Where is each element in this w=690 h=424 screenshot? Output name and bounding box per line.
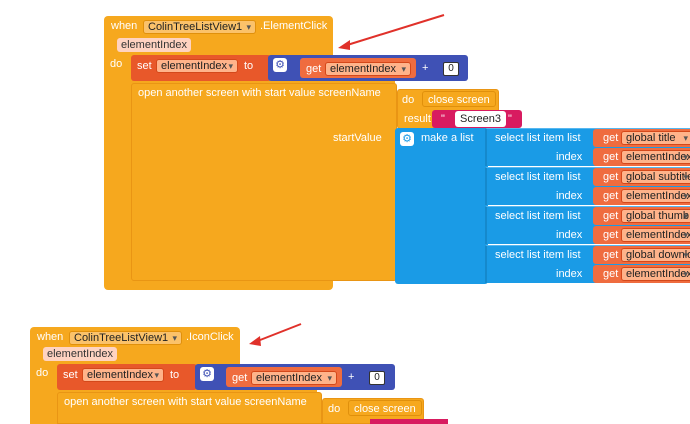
annotation-arrow (249, 323, 302, 346)
when-label: when (111, 20, 138, 32)
get-label: get (232, 372, 248, 384)
select-list-item-label: select list item list (495, 132, 581, 144)
open-screen-block[interactable] (131, 83, 397, 281)
open-screen-label: open another screen with start value scr… (138, 87, 381, 99)
index-variable-dropdown[interactable]: elementIndex (621, 150, 690, 164)
component-dropdown[interactable]: ColinTreeListView1 (69, 331, 182, 345)
get-variable-dropdown[interactable]: elementIndex (325, 62, 411, 76)
make-list-block[interactable] (395, 128, 488, 284)
start-value-label: startValue (333, 132, 382, 144)
inner-do-label: do (328, 403, 341, 415)
param-elementindex[interactable]: elementIndex (117, 38, 192, 52)
to-label: to (170, 369, 180, 381)
list-variable-dropdown[interactable]: global subtitle (621, 170, 690, 184)
do-label: do (110, 58, 123, 70)
component-dropdown[interactable]: ColinTreeListView1 (143, 20, 256, 34)
screen-name-value[interactable]: Screen3 (455, 111, 506, 127)
select-list-item-label: select list item list (495, 249, 581, 261)
get-label: get (603, 171, 619, 183)
quote-close: " (508, 113, 512, 125)
get-label: get (603, 249, 619, 261)
param-elementindex[interactable]: elementIndex (43, 347, 118, 361)
event-name: .IconClick (186, 331, 234, 343)
index-label: index (556, 268, 583, 280)
get-label: get (603, 151, 619, 163)
event-name: .ElementClick (260, 20, 328, 32)
make-list-label: make a list (421, 132, 474, 144)
set-variable-dropdown[interactable]: elementIndex (156, 59, 238, 73)
annotation-arrow (338, 14, 445, 50)
get-label: get (603, 210, 619, 222)
do-label: do (36, 367, 49, 379)
result-label: result (404, 113, 431, 125)
set-variable-dropdown[interactable]: elementIndex (82, 368, 164, 382)
index-label: index (556, 151, 583, 163)
get-label: get (603, 132, 619, 144)
get-label: get (603, 229, 619, 241)
quote-open: " (441, 113, 445, 125)
get-label: get (603, 268, 619, 280)
set-label: set (63, 369, 78, 381)
index-label: index (556, 229, 583, 241)
plus-operator: + (348, 371, 355, 383)
close-screen-block[interactable]: close screen (348, 400, 422, 416)
list-variable-dropdown[interactable]: global downlo (621, 248, 690, 262)
gear-icon[interactable]: ⚙ (273, 58, 287, 72)
close-screen-block[interactable]: close screen (422, 91, 496, 107)
get-label: get (603, 190, 619, 202)
index-label: index (556, 190, 583, 202)
gear-icon[interactable]: ⚙ (400, 132, 414, 146)
gear-icon[interactable]: ⚙ (200, 367, 214, 381)
get-variable-dropdown[interactable]: elementIndex (251, 371, 337, 385)
number-zero[interactable]: 0 (369, 371, 385, 385)
index-variable-dropdown[interactable]: elementIndex (621, 189, 690, 203)
set-label: set (137, 60, 152, 72)
select-list-item-label: select list item list (495, 171, 581, 183)
inner-do-label: do (402, 94, 415, 106)
plus-operator: + (422, 62, 429, 74)
list-variable-dropdown[interactable]: global thumb (621, 209, 690, 223)
list-variable-dropdown[interactable]: global title (621, 131, 690, 145)
text-block-partial (370, 419, 448, 424)
select-list-item-label: select list item list (495, 210, 581, 222)
open-screen-label: open another screen with start value scr… (64, 396, 307, 408)
when-label: when (37, 331, 64, 343)
index-variable-dropdown[interactable]: elementIndex (621, 267, 690, 281)
index-variable-dropdown[interactable]: elementIndex (621, 228, 690, 242)
open-screen-block[interactable] (57, 392, 322, 424)
number-zero[interactable]: 0 (443, 62, 459, 76)
to-label: to (244, 60, 254, 72)
get-label: get (306, 63, 322, 75)
